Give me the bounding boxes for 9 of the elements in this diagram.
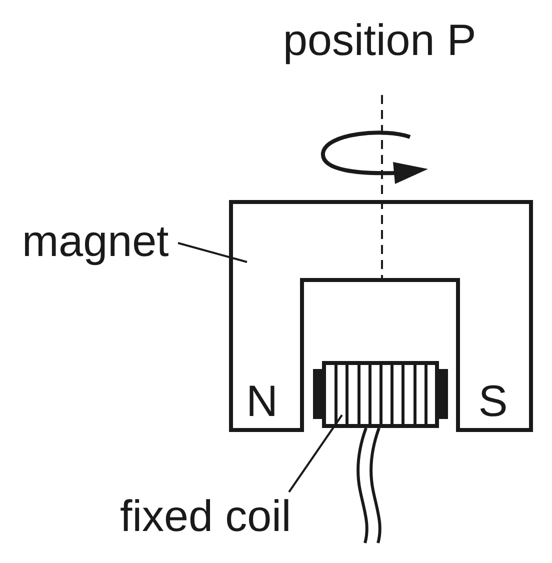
part-label: magnet: [22, 219, 169, 266]
coil: [313, 361, 448, 428]
horseshoe-magnet: [229, 200, 533, 432]
axis-label: position P: [283, 18, 476, 64]
pole-label: N: [246, 378, 278, 426]
leader-line: [178, 242, 248, 263]
leader-line: [288, 414, 343, 493]
part-label: fixed coil: [120, 494, 292, 540]
pole-label: S: [478, 378, 508, 426]
